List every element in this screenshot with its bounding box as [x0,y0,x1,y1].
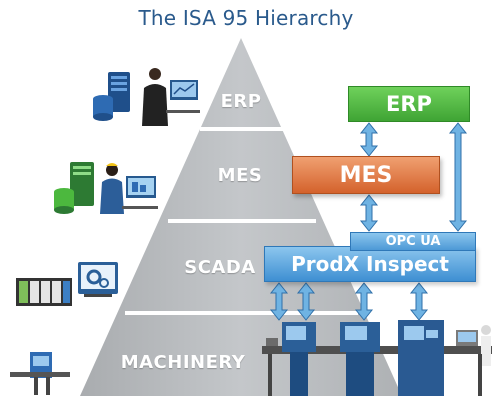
pyramid-level-erp: ERP [220,91,262,112]
inspection-machines-icon [262,320,492,396]
database-with-engineer-icon [54,162,158,214]
diagram-title: The ISA 95 Hierarchy [138,6,354,30]
plc-rack-with-hmi-icon [16,262,118,306]
mes-box: MES [292,156,440,194]
server-with-operator-icon [93,68,200,126]
prodx-inspect-box: ProdX Inspect [264,246,476,282]
pyramid-level-scada: SCADA [184,257,256,278]
opc-ua-box: OPC UA [350,232,476,251]
pyramid-level-mes: MES [217,165,263,186]
connector-arrows [269,122,468,321]
pyramid [80,38,402,396]
pyramid-level-machinery: MACHINERY [120,352,246,373]
erp-box: ERP [348,86,470,122]
machinery-conveyor-icon [10,352,70,395]
